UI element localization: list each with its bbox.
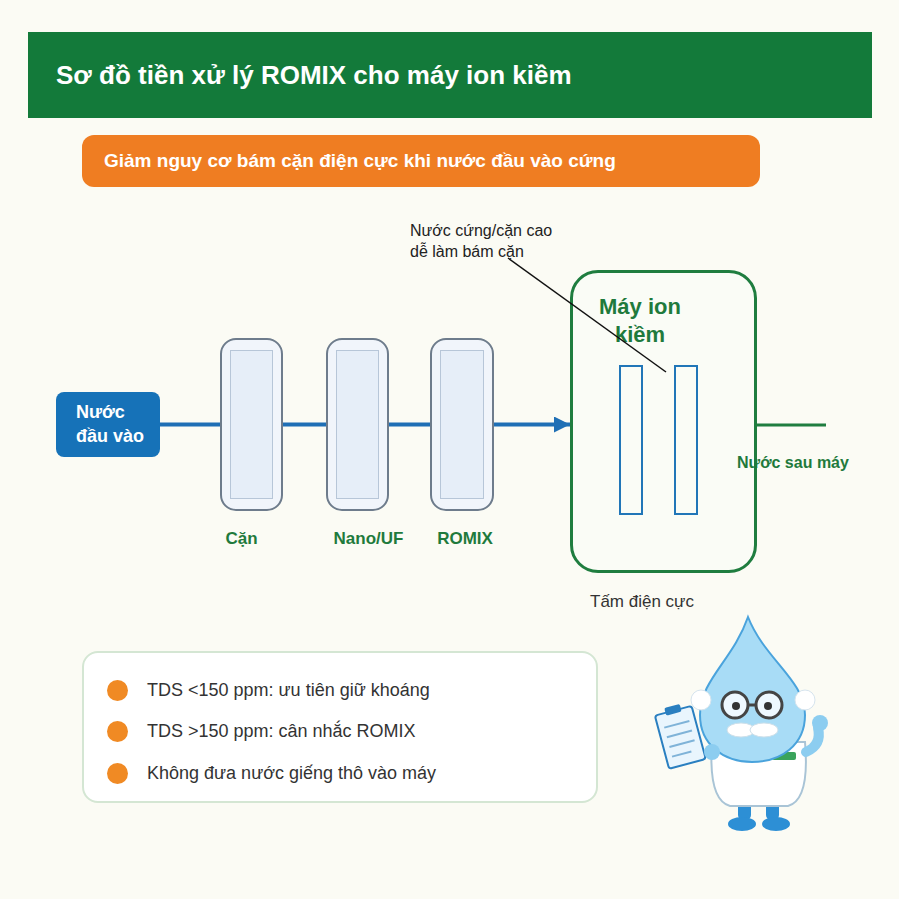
clipboard-clip [664,704,682,716]
subtitle-pill: Giảm nguy cơ bám cặn điện cực khi nước đ… [82,135,760,187]
filter-cartridge: ROMIX [430,338,494,511]
mascot-glasses-bridge [748,704,756,707]
header-band: Sơ đồ tiền xử lý ROMIX cho máy ion kiềm [28,32,872,118]
diagram-title: Sơ đồ tiền xử lý ROMIX cho máy ion kiềm [56,60,572,91]
flow-connector [494,423,570,427]
mascot-coat [711,742,806,806]
filter-label: ROMIX [437,529,493,549]
filter-label: Cặn [225,529,257,549]
mascot-mustache [727,723,755,737]
flow-connector [160,423,220,427]
mascot-eye [732,702,740,710]
cartridge-core [440,350,484,499]
bullet-dot [107,763,128,784]
note-row: Không đưa nước giếng thô vào máy [107,760,436,786]
note-row: TDS >150 ppm: cân nhắc ROMIX [107,719,416,745]
note-text: TDS >150 ppm: cân nhắc ROMIX [147,721,416,742]
clipboard-board [655,706,706,769]
clipboard-line [667,731,692,738]
mascot-hand [704,744,720,760]
filter-cartridge: Cặn [220,338,283,511]
mascot-arm [806,728,819,752]
filter-label: Nano/UF [334,529,404,549]
clipboard-line [672,751,691,756]
filter-cartridge: Nano/UF [326,338,389,511]
machine-title: Máy ion kiềm [585,293,695,348]
mascot-head [700,617,805,762]
part-label: Tấm điện cực [590,591,750,613]
note-row: TDS <150 ppm: ưu tiên giữ khoáng [107,677,430,703]
notes-box: TDS <150 ppm: ưu tiên giữ khoángTDS >150… [82,651,598,803]
note-text: TDS <150 ppm: ưu tiên giữ khoáng [147,680,430,701]
mascot-hair [795,690,815,710]
flow-connector [389,423,430,427]
cartridge-core [336,350,379,499]
mascot-mustache [750,723,778,737]
ion-machine-box: Máy ion kiềm [570,270,757,573]
mascot-hair [691,690,711,710]
mascot-clipboard [654,701,706,769]
subtitle-text: Giảm nguy cơ bám cặn điện cực khi nước đ… [104,150,616,172]
input-text: Nước đầu vào [76,401,152,448]
bullet-dot [107,680,128,701]
mascot [654,617,828,831]
output-label: Nước sau máy [737,453,887,474]
flow-connector [283,423,326,427]
bullet-dot [107,721,128,742]
mascot-leg [738,788,751,820]
mascot-shoe [728,817,756,831]
mascot-leg [766,788,779,820]
mascot-shoe [762,817,790,831]
mascot-glasses [756,692,782,718]
mascot-badge [772,752,796,760]
note-text: Không đưa nước giếng thô vào máy [147,763,436,784]
mascot-eye [764,702,772,710]
clipboard-line [664,721,689,728]
mascot-hand [812,715,828,731]
mascot-glasses [722,692,748,718]
input-box: Nước đầu vào [56,392,160,457]
clipboard-line [669,740,694,747]
output-line [757,424,826,427]
cartridge-core [230,350,273,499]
callout-note: Nước cứng/cặn cao dễ làm bám cặn [410,221,570,263]
